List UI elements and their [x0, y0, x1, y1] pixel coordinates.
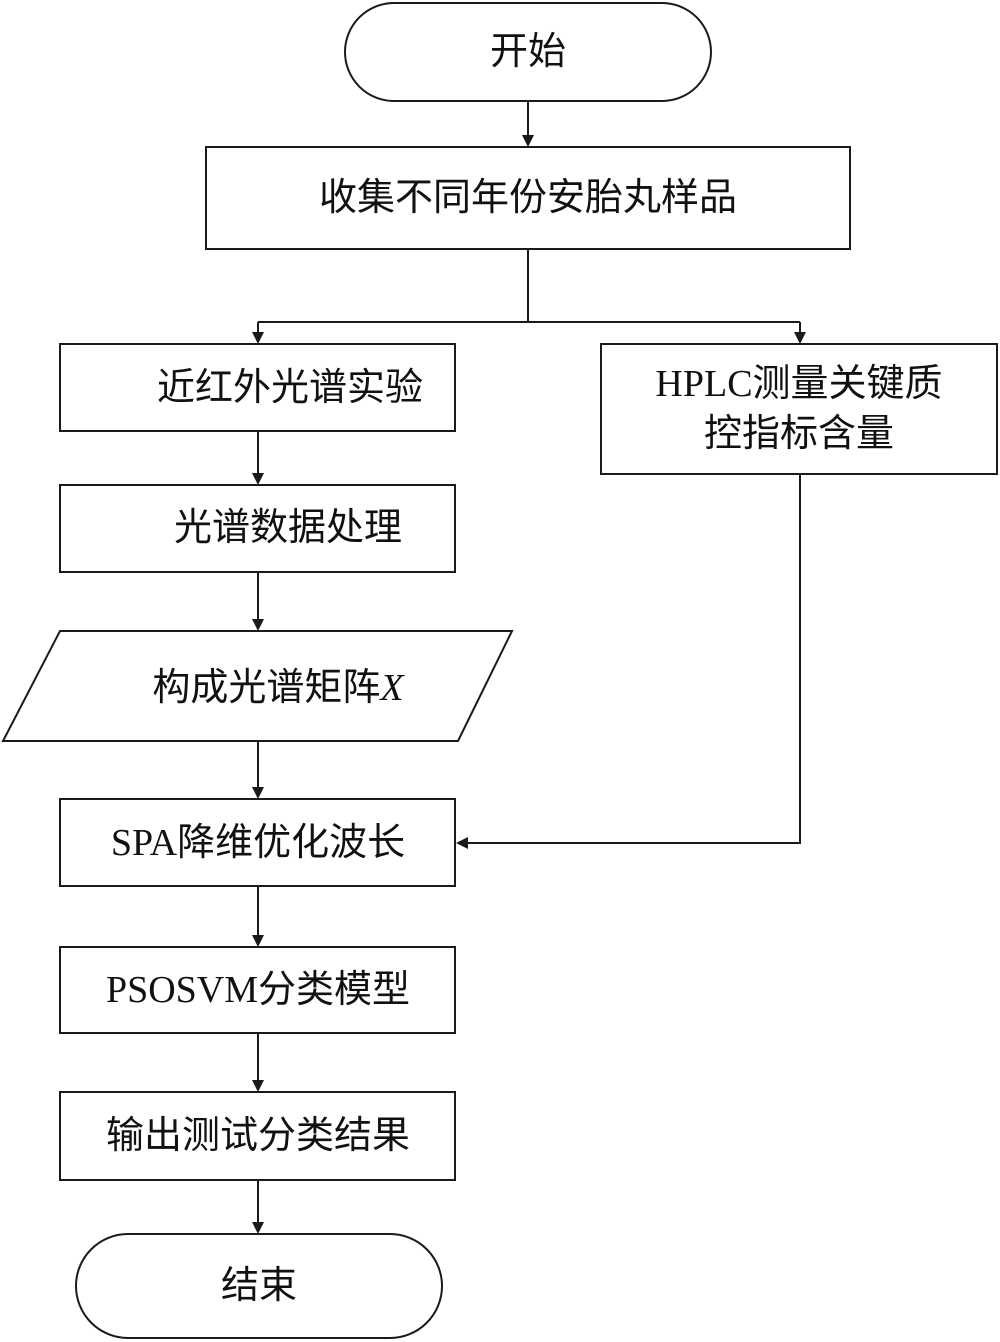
collect-samples-label: 收集不同年份安胎丸样品: [319, 177, 737, 219]
output-label: 输出测试分类结果: [106, 1115, 410, 1157]
edges: [252, 102, 806, 1234]
spectral-matrix-prefix: 构成光谱矩阵: [152, 667, 380, 709]
hplc-label-line2: 控指标含量: [704, 413, 894, 455]
spectral-matrix-variable: X: [378, 667, 405, 709]
collect-samples-node: 收集不同年份安胎丸样品: [205, 146, 851, 250]
nir-experiment-node: 近红外光谱实验: [59, 343, 456, 432]
spectral-processing-node: 光谱数据处理: [59, 484, 456, 573]
output-node: 输出测试分类结果: [59, 1091, 456, 1181]
hplc-label-line1: HPLC测量关键质: [655, 363, 942, 405]
nir-experiment-label: 近红外光谱实验: [157, 367, 423, 409]
spectral-processing-label: 光谱数据处理: [174, 507, 402, 549]
psosvm-node: PSOSVM分类模型: [59, 946, 456, 1034]
psosvm-label: PSOSVM分类模型: [106, 969, 410, 1011]
hplc-measurement-node: HPLC测量关键质 控指标含量: [600, 343, 998, 475]
spectral-matrix-label: 构成光谱矩阵X: [152, 667, 405, 709]
edge-hplc-to-spa: [456, 475, 801, 849]
start-label: 开始: [490, 31, 566, 73]
start-node: 开始: [344, 2, 712, 102]
end-node: 结束: [75, 1233, 443, 1339]
end-label: 结束: [221, 1265, 297, 1307]
spa-label: SPA降维优化波长: [111, 822, 405, 864]
spectral-matrix-node: 构成光谱矩阵X: [1, 630, 514, 742]
spa-node: SPA降维优化波长: [59, 798, 456, 887]
